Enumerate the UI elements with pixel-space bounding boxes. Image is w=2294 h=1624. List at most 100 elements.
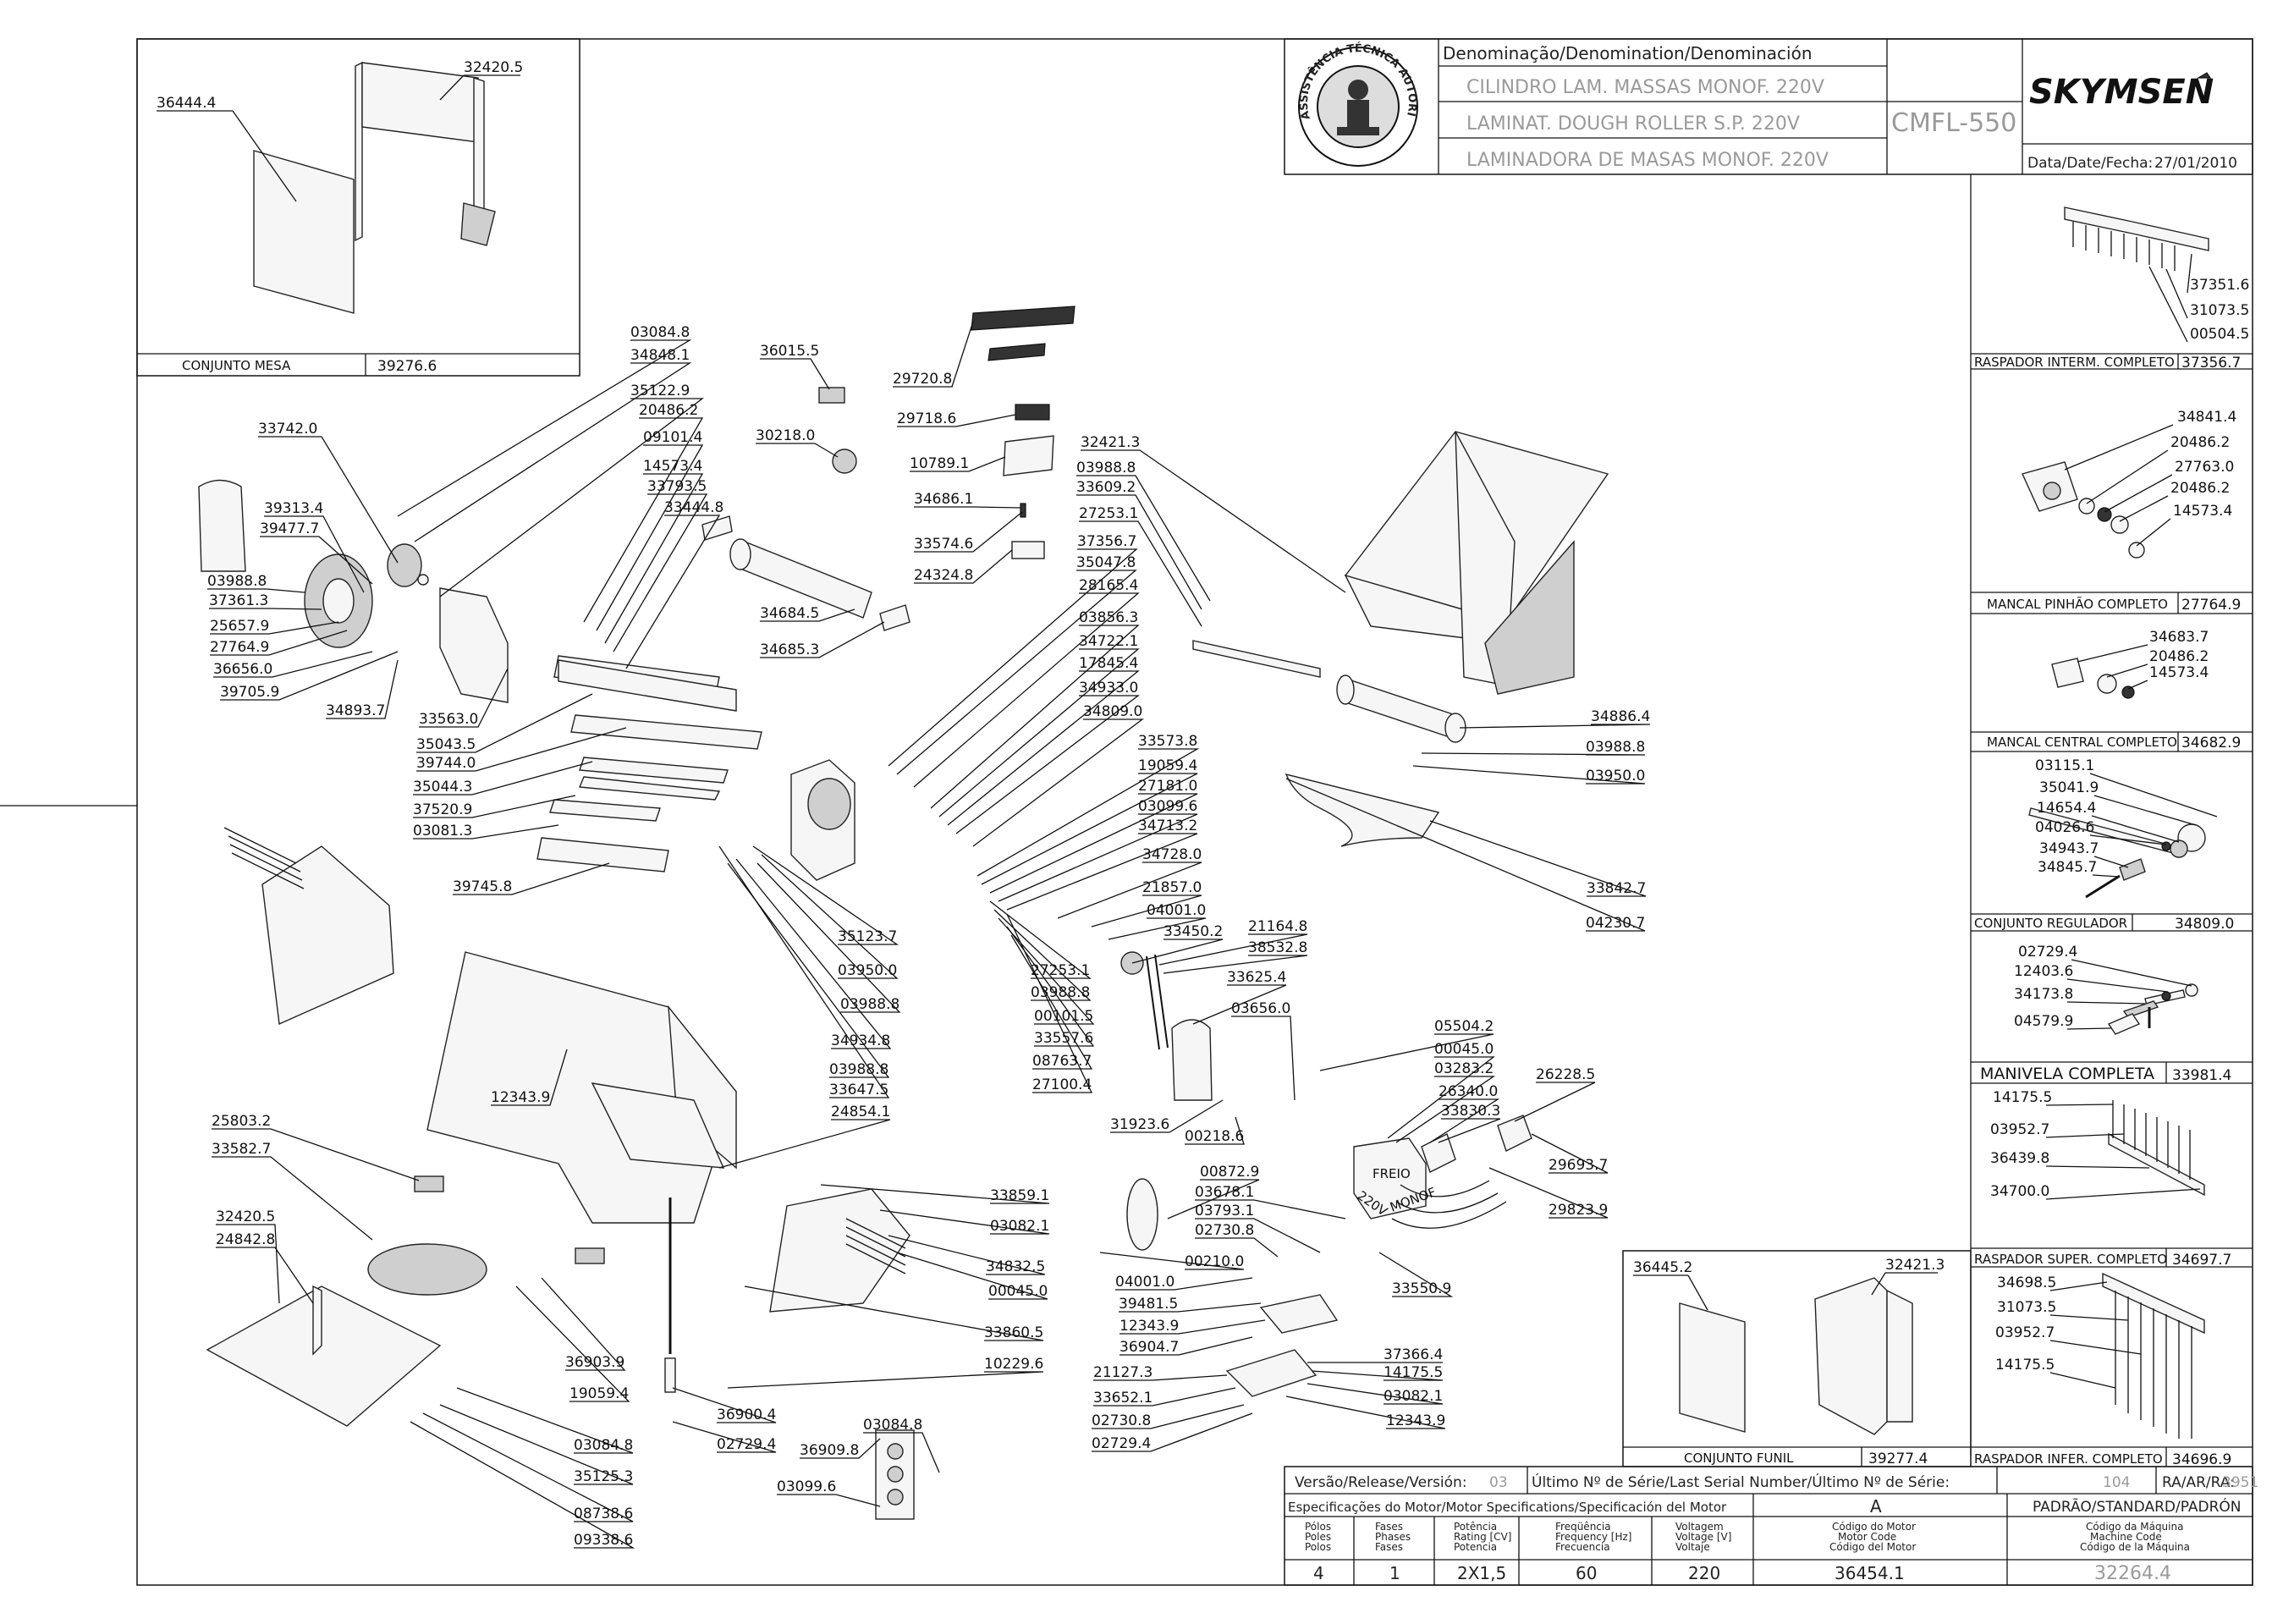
label-39313-4: 39313.4: [264, 500, 323, 517]
label-27763-0: 27763.0: [2175, 459, 2234, 476]
label-35123-7: 35123.7: [838, 928, 897, 945]
label-33582-7: 33582.7: [212, 1141, 271, 1158]
label-33742-0: 33742.0: [258, 421, 317, 438]
svg-text:Pólos: Pólos: [1305, 1521, 1331, 1533]
label-21127-3: 21127.3: [1093, 1364, 1153, 1381]
label-33609-2: 33609.2: [1076, 479, 1136, 496]
frame-left-33563: [439, 587, 509, 703]
decal-10789: [1003, 435, 1054, 476]
label-35044-3: 35044.3: [413, 779, 472, 795]
motor-spec-block: Versão/Release/Versión: 03 Último Nº de …: [1284, 1466, 2258, 1586]
label-00210-0: 00210.0: [1185, 1253, 1244, 1270]
label-31073-5-r2: 31073.5: [1997, 1299, 2056, 1316]
label-00218-6: 00218.6: [1185, 1128, 1244, 1145]
value-motor-code: 36454.1: [1835, 1563, 1905, 1583]
label-20486-2: 20486.2: [639, 402, 698, 419]
label-33574-6: 33574.6: [914, 536, 973, 553]
label-34722-1: 34722.1: [1079, 633, 1138, 650]
label-35047-8: 35047.8: [1076, 554, 1136, 571]
label-04026-6: 04026.6: [2035, 819, 2094, 836]
label-35122-9: 35122.9: [630, 383, 690, 399]
svg-text:Voltaje: Voltaje: [1675, 1541, 1710, 1553]
label-29718-6: 29718.6: [897, 410, 956, 427]
svg-text:Potencia: Potencia: [1454, 1541, 1497, 1553]
cap-30218: [832, 449, 857, 474]
label-34685-3: 34685.3: [760, 641, 819, 658]
label-27764-9: 27764.9: [210, 639, 269, 656]
label-19059-4-b: 19059.4: [569, 1385, 629, 1402]
label-09101-4: 09101.4: [643, 429, 702, 446]
label-27100-4: 27100.4: [1032, 1076, 1092, 1093]
svg-text:Código do Motor: Código do Motor: [1832, 1521, 1916, 1533]
label-24324-8: 24324.8: [914, 567, 973, 584]
inset-conjunto-funil: CONJUNTO FUNIL 39277.4 36445.2 32421.3: [1622, 1250, 1972, 1467]
svg-text:Código da Máquina: Código da Máquina: [2086, 1521, 2183, 1533]
label-33793-5: 33793.5: [647, 478, 707, 495]
label-29720-8: 29720.8: [893, 371, 952, 388]
label-03988-8-e: 03988.8: [829, 1061, 888, 1078]
label-32420-5-inset: 32420.5: [464, 59, 523, 76]
label-36904-7: 36904.7: [1119, 1339, 1179, 1356]
label-33859-1: 33859.1: [990, 1187, 1049, 1204]
spec-col-poles: Pólos Poles Polos 4: [1305, 1521, 1331, 1583]
raspador-interm-code: 37356.7: [2181, 355, 2241, 372]
label-33647-5: 33647.5: [829, 1082, 888, 1098]
svg-text:Código de la Máquina: Código de la Máquina: [2080, 1541, 2190, 1553]
value-poles: 4: [1313, 1563, 1324, 1583]
label-03950-0: 03950.0: [1586, 768, 1645, 784]
label-29823-9: 29823.9: [1549, 1202, 1608, 1219]
label-05504-2: 05504.2: [1434, 1018, 1494, 1035]
label-09338-6: 09338.6: [574, 1532, 633, 1549]
svg-text:Phases: Phases: [1375, 1531, 1411, 1543]
label-03082-1: 03082.1: [1384, 1388, 1443, 1405]
label-00045-0-b: 00045.0: [988, 1283, 1048, 1300]
funil-code: 39277.4: [1868, 1451, 1928, 1467]
label-14175-5-r1: 14175.5: [1993, 1089, 2052, 1106]
serial-value: 104: [2103, 1474, 2130, 1491]
end-plate-34685: [879, 604, 910, 631]
label-37356-7: 37356.7: [1077, 533, 1136, 550]
label-39477-7: 39477.7: [260, 520, 319, 537]
label-03084-8: 03084.8: [630, 324, 690, 341]
regulador-name: CONJUNTO REGULADOR: [1974, 916, 2127, 931]
scraper-37356: [1192, 640, 1321, 678]
label-04230-7: 04230.7: [1586, 915, 1645, 932]
mancal-central-name: MANCAL CENTRAL COMPLETO: [1987, 735, 2177, 750]
label-03856-3: 03856.3: [1079, 609, 1138, 626]
value-frequency: 60: [1576, 1563, 1597, 1583]
raspador-infer-name: RASPADOR INFER. COMPLETO: [1974, 1451, 2163, 1467]
spec-col-frequency: Freqüência Frequency [Hz] Frecuencia 60: [1555, 1521, 1632, 1583]
label-00045-0: 00045.0: [1434, 1041, 1494, 1058]
label-03115-1: 03115.1: [2035, 757, 2094, 774]
spec-col-machine-code: Código da Máquina Machine Code Código de…: [2080, 1521, 2190, 1584]
label-31923-6: 31923.6: [1110, 1116, 1169, 1133]
main-assembly-parts: [198, 306, 1609, 1520]
svg-text:Motor Code: Motor Code: [1838, 1531, 1896, 1543]
spec-col-phases: Fases Phases Fases 1: [1375, 1521, 1411, 1583]
side-panel-39745: [261, 845, 394, 1026]
right-column-subassemblies: RASPADOR INTERM. COMPLETO 37356.7 37351.…: [1970, 174, 2253, 1468]
raspador-super-code: 34697.7: [2172, 1252, 2231, 1269]
spec-col-motor-code: Código do Motor Motor Code Código del Mo…: [1829, 1521, 1916, 1583]
svg-text:Potência: Potência: [1454, 1521, 1497, 1533]
label-29693-7: 29693.7: [1549, 1157, 1608, 1174]
label-32421-3-inset: 32421.3: [1885, 1257, 1945, 1274]
funnel-33859: [769, 1188, 910, 1313]
label-33652-1: 33652.1: [1093, 1390, 1153, 1407]
svg-text:Fases: Fases: [1375, 1541, 1403, 1553]
label-03952-7-r1: 03952.7: [1990, 1121, 2049, 1138]
label-36445-2: 36445.2: [1633, 1259, 1692, 1276]
label-03084-8-b: 03084.8: [574, 1437, 633, 1454]
mesa-name: CONJUNTO MESA: [182, 358, 291, 373]
mancal-pinhao-name: MANCAL PINHÃO COMPLETO: [1987, 596, 2168, 612]
mancal-pinhao-code: 27764.9: [2181, 597, 2241, 614]
label-39745-8: 39745.8: [453, 878, 512, 895]
raspador-infer-code: 34696.9: [2172, 1451, 2231, 1468]
value-rating: 2X1,5: [1457, 1563, 1506, 1583]
label-03656-0: 03656.0: [1231, 1000, 1290, 1017]
svg-text:Fases: Fases: [1375, 1521, 1403, 1533]
label-21164-8: 21164.8: [1248, 918, 1307, 935]
label-31073-5: 31073.5: [2190, 302, 2249, 319]
label-36900-4: 36900.4: [717, 1407, 776, 1423]
drawing-border: [136, 38, 2253, 1586]
